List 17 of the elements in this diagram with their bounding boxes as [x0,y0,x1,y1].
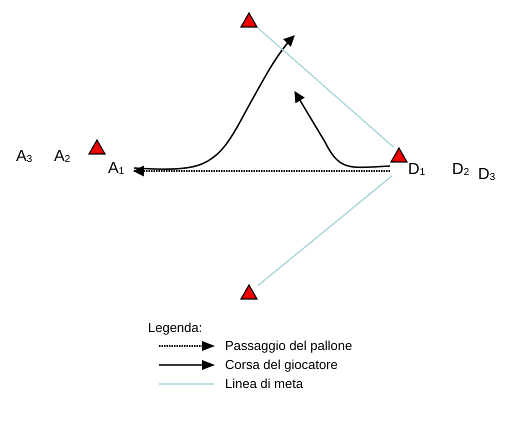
player-marker [240,12,258,28]
player-label: D$_{3}$ [478,166,496,185]
try-line [258,27,394,148]
player-label: A$_{1}$ [108,160,124,179]
legend-label: Passaggio del pallone [225,338,352,353]
legend-label: Corsa del giocatore [225,357,338,372]
player-label: A$_{3}$ [16,148,32,167]
legend-label: Linea di meta [225,376,304,391]
player-label: D$_{1}$ [408,161,426,180]
player-label: D$_{2}$ [452,161,470,180]
legend-title: Legenda: [148,320,202,335]
player-label: A$_{2}$ [54,148,70,167]
try-line [258,175,392,286]
run-arrow [294,91,390,168]
player-marker [240,284,258,300]
run-arrow [134,35,295,170]
pass-arrow [132,166,390,176]
